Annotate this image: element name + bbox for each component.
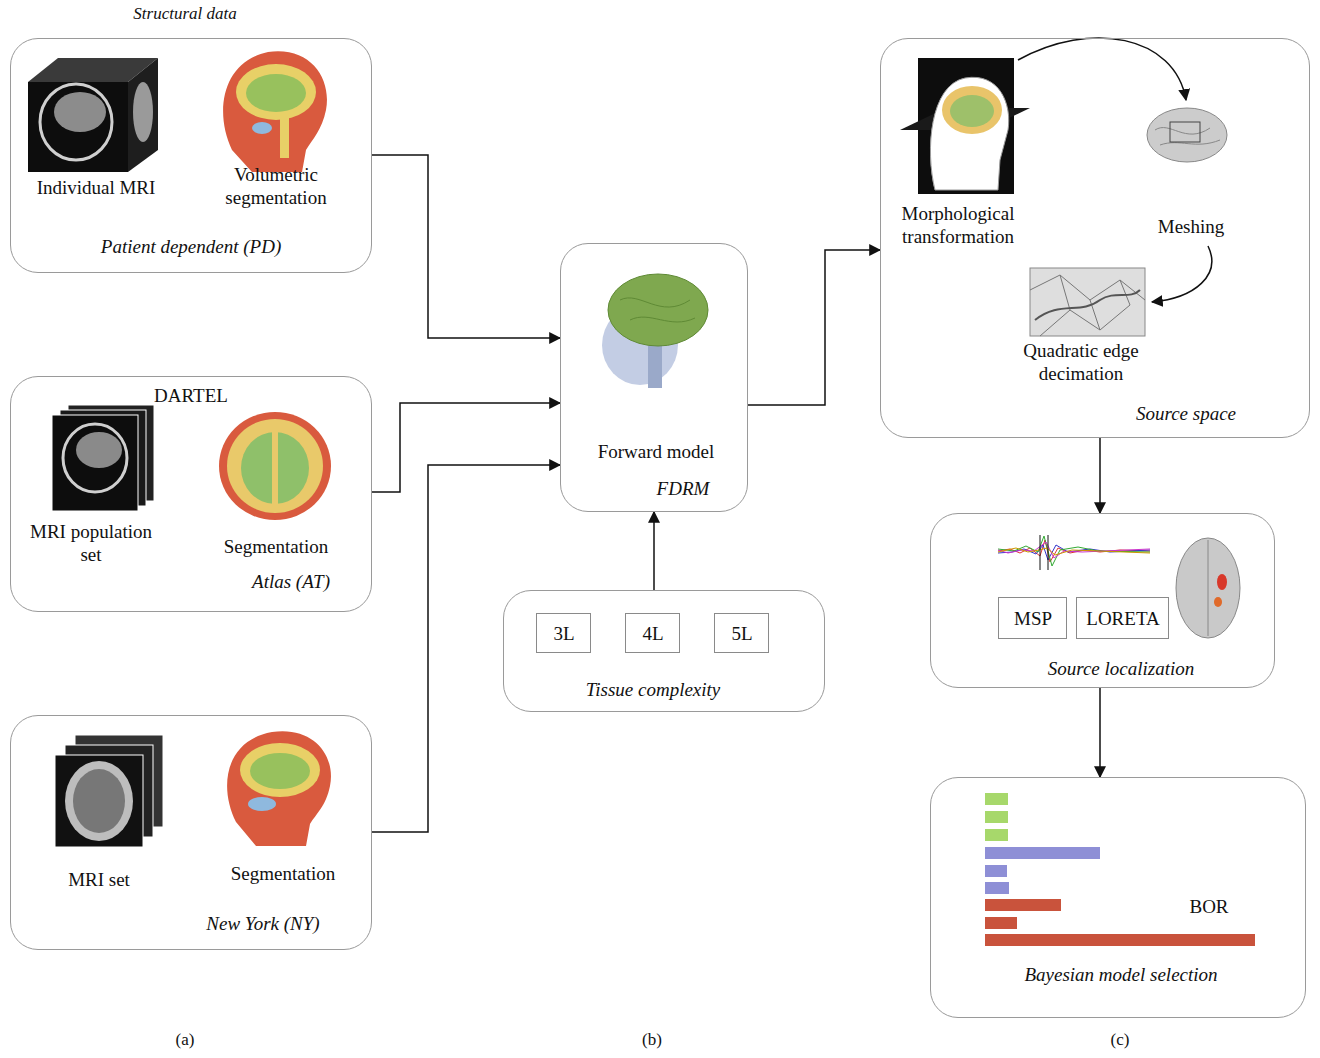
node-text: Segmentation — [224, 535, 328, 558]
mri-set — [55, 735, 163, 847]
node-text: MSP — [1014, 607, 1052, 630]
source-space-panel: Morphological transformation MeshingQuadr… — [880, 38, 1310, 438]
panel-title: Bayesian model selection — [1024, 963, 1217, 986]
flow-arrow — [1099, 438, 1101, 513]
panel-title: Source space — [1136, 402, 1236, 425]
mri-cube — [28, 58, 158, 172]
node-text: 5L — [731, 622, 752, 645]
bar-chart — [985, 793, 1255, 946]
node-text: DARTEL — [154, 384, 228, 407]
node-text: LORETA — [1086, 607, 1159, 630]
head-segmentation — [223, 51, 327, 172]
process-arrow — [1152, 246, 1212, 302]
part-label: (c) — [1111, 1030, 1130, 1050]
flow-arrow — [748, 250, 880, 405]
eeg-waveforms — [998, 535, 1150, 570]
flow-arrow — [372, 465, 560, 832]
flow-arrow — [372, 403, 560, 492]
flow-arrow — [1099, 688, 1101, 777]
panel-title: Patient dependent (PD) — [101, 235, 281, 258]
node-text: MRI set — [68, 868, 130, 891]
part-label: (a) — [176, 1030, 195, 1050]
node-text: 4L — [642, 622, 663, 645]
node-text: Morphological transformation — [883, 202, 1033, 248]
axial-segmentation — [219, 412, 331, 520]
decimated-mesh — [1030, 268, 1145, 336]
flow-arrow — [372, 155, 560, 338]
node-text: MRI population set — [26, 520, 156, 566]
forward-model-brain — [602, 274, 708, 388]
input-panel: DARTEL MRI population set SegmentationAtla… — [10, 376, 372, 612]
process-arrow — [1018, 38, 1186, 100]
mesh-brain — [1147, 108, 1227, 162]
model-selection-panel: BOR Bayesian model selection — [930, 777, 1306, 1018]
flow-arrow — [653, 512, 655, 590]
panel-title: Atlas (AT) — [252, 570, 330, 593]
morphological-transformation — [900, 58, 1030, 194]
column-heading: Structural data — [133, 4, 236, 24]
head-segmentation — [227, 731, 331, 846]
tissue-panel: 3L 4L 5L Tissue complexity — [503, 590, 825, 712]
layer-box: 3L — [536, 613, 591, 653]
layer-box: 5L — [714, 613, 769, 653]
node-text: Meshing — [1158, 215, 1225, 238]
input-panel: MRI set SegmentationNew York (NY) — [10, 715, 372, 950]
node-text: BOR — [1189, 895, 1228, 918]
node-text: 3L — [553, 622, 574, 645]
node-text: Forward model — [598, 440, 715, 463]
node-text: Quadratic edge decimation — [1011, 339, 1151, 385]
layer-box: 4L — [625, 613, 680, 653]
panel-title: Tissue complexity — [586, 678, 721, 701]
panel-title: FDRM — [657, 477, 710, 500]
mri-stack — [52, 405, 154, 511]
brain-activation — [1176, 538, 1240, 638]
panel-title: New York (NY) — [206, 912, 319, 935]
part-label: (b) — [642, 1030, 662, 1050]
method-box: MSP — [998, 597, 1067, 639]
node-text: Segmentation — [231, 862, 335, 885]
node-text: Individual MRI — [37, 176, 156, 199]
panel-title: Source localization — [1048, 657, 1195, 680]
forward-model-panel: Forward modelFDRM — [560, 243, 748, 512]
method-box: LORETA — [1076, 597, 1169, 639]
source-localization-panel: MSP LORETA Source localization — [930, 513, 1275, 688]
node-text: Volumetric segmentation — [201, 163, 351, 209]
input-panel: Individual MRI Volumetric segmentationPat… — [10, 38, 372, 273]
